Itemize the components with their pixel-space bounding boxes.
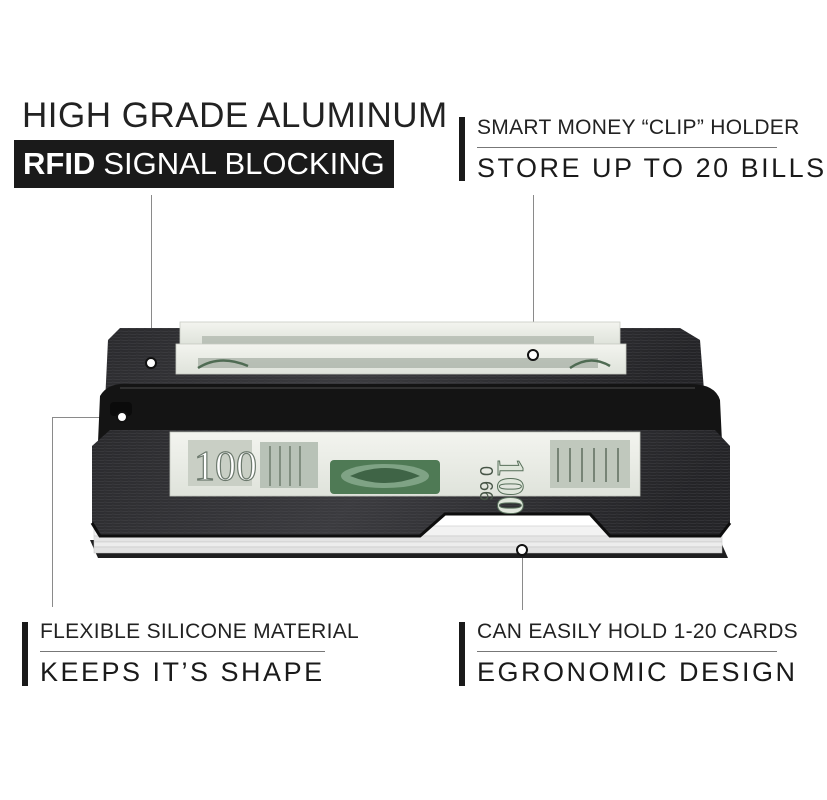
- bill-denomination-right: 100: [489, 458, 531, 515]
- callout-dot-silicone: [116, 411, 128, 423]
- divider-bottom-right: [477, 651, 777, 652]
- banknote-stack: [175, 321, 627, 375]
- accent-bar-bottom-left: [22, 622, 28, 686]
- callout-dot-rfid: [145, 357, 157, 369]
- rfid-banner: RFID SIGNAL BLOCKING: [14, 140, 394, 188]
- leader-line-clip: [533, 195, 534, 355]
- folded-banknote: 100 0 66 100: [169, 431, 641, 516]
- feature-subtitle-design: EGRONOMIC DESIGN: [477, 657, 798, 687]
- wallet-illustration: 100 0 66 100: [90, 321, 732, 558]
- accent-bar-bottom-right: [459, 622, 465, 686]
- leader-line-cards: [522, 552, 523, 610]
- bill-serial: 0 66: [476, 466, 496, 501]
- bill-denomination-left: 100: [194, 444, 257, 490]
- feature-title-aluminum: HIGH GRADE ALUMINUM: [22, 96, 448, 135]
- feature-title-silicone: FLEXIBLE SILICONE MATERIAL: [40, 620, 360, 643]
- feature-subtitle-shape: KEEPS IT’S SHAPE: [40, 657, 325, 687]
- feature-title-cards: CAN EASILY HOLD 1-20 CARDS: [477, 620, 798, 643]
- leader-line-rfid: [151, 195, 152, 363]
- leader-line-silicone-h: [52, 417, 122, 418]
- feature-subtitle-bills: STORE UP TO 20 BILLS: [477, 153, 827, 183]
- divider-top-right: [477, 147, 777, 148]
- divider-bottom-left: [40, 651, 325, 652]
- rfid-banner-text: SIGNAL BLOCKING: [103, 146, 385, 181]
- callout-dot-cards: [516, 544, 528, 556]
- leader-line-silicone-v: [52, 417, 53, 607]
- accent-bar-top-right: [459, 117, 465, 181]
- feature-title-money-clip: SMART MONEY “CLIP” HOLDER: [477, 116, 800, 139]
- rfid-banner-bold: RFID: [23, 146, 96, 181]
- callout-dot-clip: [527, 349, 539, 361]
